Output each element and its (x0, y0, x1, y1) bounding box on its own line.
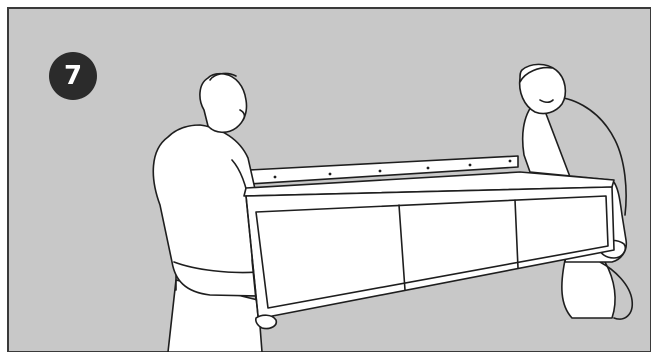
left-hand (256, 315, 277, 328)
step-number-badge: 7 (49, 52, 97, 100)
